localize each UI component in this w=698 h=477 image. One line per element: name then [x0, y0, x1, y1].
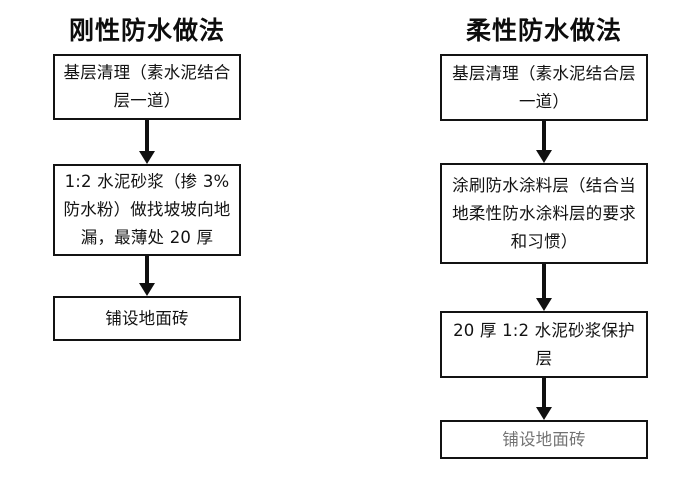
flow-box-flexible-step-2-label: 涂刷防水涂料层（结合当地柔性防水涂料层的要求和习惯） — [452, 175, 636, 251]
flow-box-rigid-step-2-label: 1:2 水泥砂浆（掺 3% 防水粉）做找坡坡向地漏，最薄处 20 厚 — [63, 172, 231, 247]
flow-box-flexible-step-3-label: 20 厚 1:2 水泥砂浆保护层 — [453, 320, 635, 368]
arrow-down-icon-flexible-2 — [536, 264, 552, 311]
flow-box-flexible-step-1-label: 基层清理（素水泥结合层一道） — [452, 63, 636, 111]
flow-box-rigid-step-3[interactable]: 铺设地面砖 — [53, 296, 241, 341]
arrow-down-icon-flexible-1 — [536, 121, 552, 163]
arrow-shaft — [145, 120, 149, 151]
column-title-rigid: 刚性防水做法 — [68, 16, 225, 45]
arrow-head — [536, 407, 552, 420]
arrow-shaft — [542, 378, 546, 407]
arrow-shaft — [542, 121, 546, 150]
arrow-down-icon-rigid-1 — [139, 120, 155, 164]
flow-box-flexible-step-1[interactable]: 基层清理（素水泥结合层一道） — [440, 54, 648, 121]
arrow-head — [536, 298, 552, 311]
arrow-down-icon-flexible-3 — [536, 378, 552, 420]
arrow-down-icon-rigid-2 — [139, 256, 155, 296]
arrow-head — [536, 150, 552, 163]
flow-box-rigid-step-3-label: 铺设地面砖 — [105, 308, 189, 328]
flow-box-rigid-step-1-label: 基层清理（素水泥结合层一道） — [63, 63, 231, 110]
flow-box-flexible-step-3[interactable]: 20 厚 1:2 水泥砂浆保护层 — [440, 311, 648, 378]
flow-box-flexible-step-4-label: 铺设地面砖 — [502, 429, 586, 449]
arrow-head — [139, 151, 155, 164]
flow-box-flexible-step-4[interactable]: 铺设地面砖 — [440, 420, 648, 459]
arrow-head — [139, 283, 155, 296]
flow-box-rigid-step-2[interactable]: 1:2 水泥砂浆（掺 3% 防水粉）做找坡坡向地漏，最薄处 20 厚 — [53, 164, 241, 256]
flow-box-rigid-step-1[interactable]: 基层清理（素水泥结合层一道） — [53, 54, 241, 120]
arrow-shaft — [542, 264, 546, 298]
column-title-flexible: 柔性防水做法 — [465, 16, 622, 45]
arrow-shaft — [145, 256, 149, 283]
flow-box-flexible-step-2[interactable]: 涂刷防水涂料层（结合当地柔性防水涂料层的要求和习惯） — [440, 163, 648, 264]
